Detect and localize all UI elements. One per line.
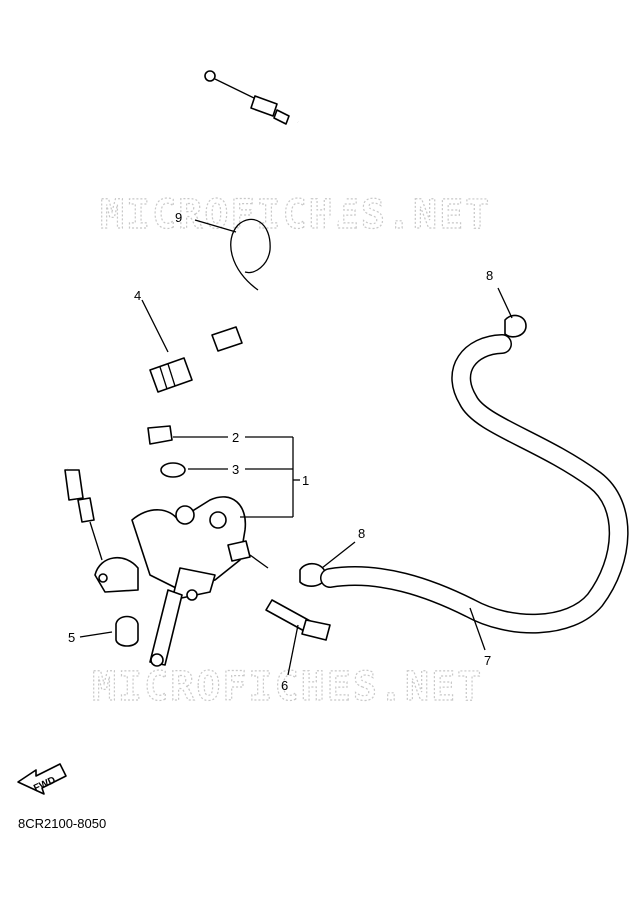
oil-pump-assembly <box>94 496 269 667</box>
callout-7: 7 <box>484 653 491 668</box>
bolt <box>147 425 173 445</box>
diagram-code: 8CR2100-8050 <box>18 816 107 831</box>
callout-4: 4 <box>134 288 141 303</box>
hose-clamp-upper <box>504 314 527 338</box>
callout-6: 6 <box>281 678 288 693</box>
callout-9: 9 <box>175 210 182 225</box>
callout-1: 1 <box>302 473 309 488</box>
cable-clip <box>230 218 271 291</box>
watermark-top: MICROFICHES.NET <box>100 192 491 238</box>
watermark-bottom: MICROFICHES.NET <box>92 664 483 710</box>
fwd-arrow-icon: FWD <box>17 763 67 795</box>
washer <box>160 462 186 478</box>
callout-5: 5 <box>68 630 75 645</box>
oil-pump-cable <box>60 70 351 561</box>
leader-lines <box>79 219 513 676</box>
callout-8-upper: 8 <box>486 268 493 283</box>
grommet <box>115 615 139 647</box>
callout-2: 2 <box>232 430 239 445</box>
callout-8-lower: 8 <box>358 526 365 541</box>
long-bolt <box>265 599 331 641</box>
callout-3: 3 <box>232 462 239 477</box>
